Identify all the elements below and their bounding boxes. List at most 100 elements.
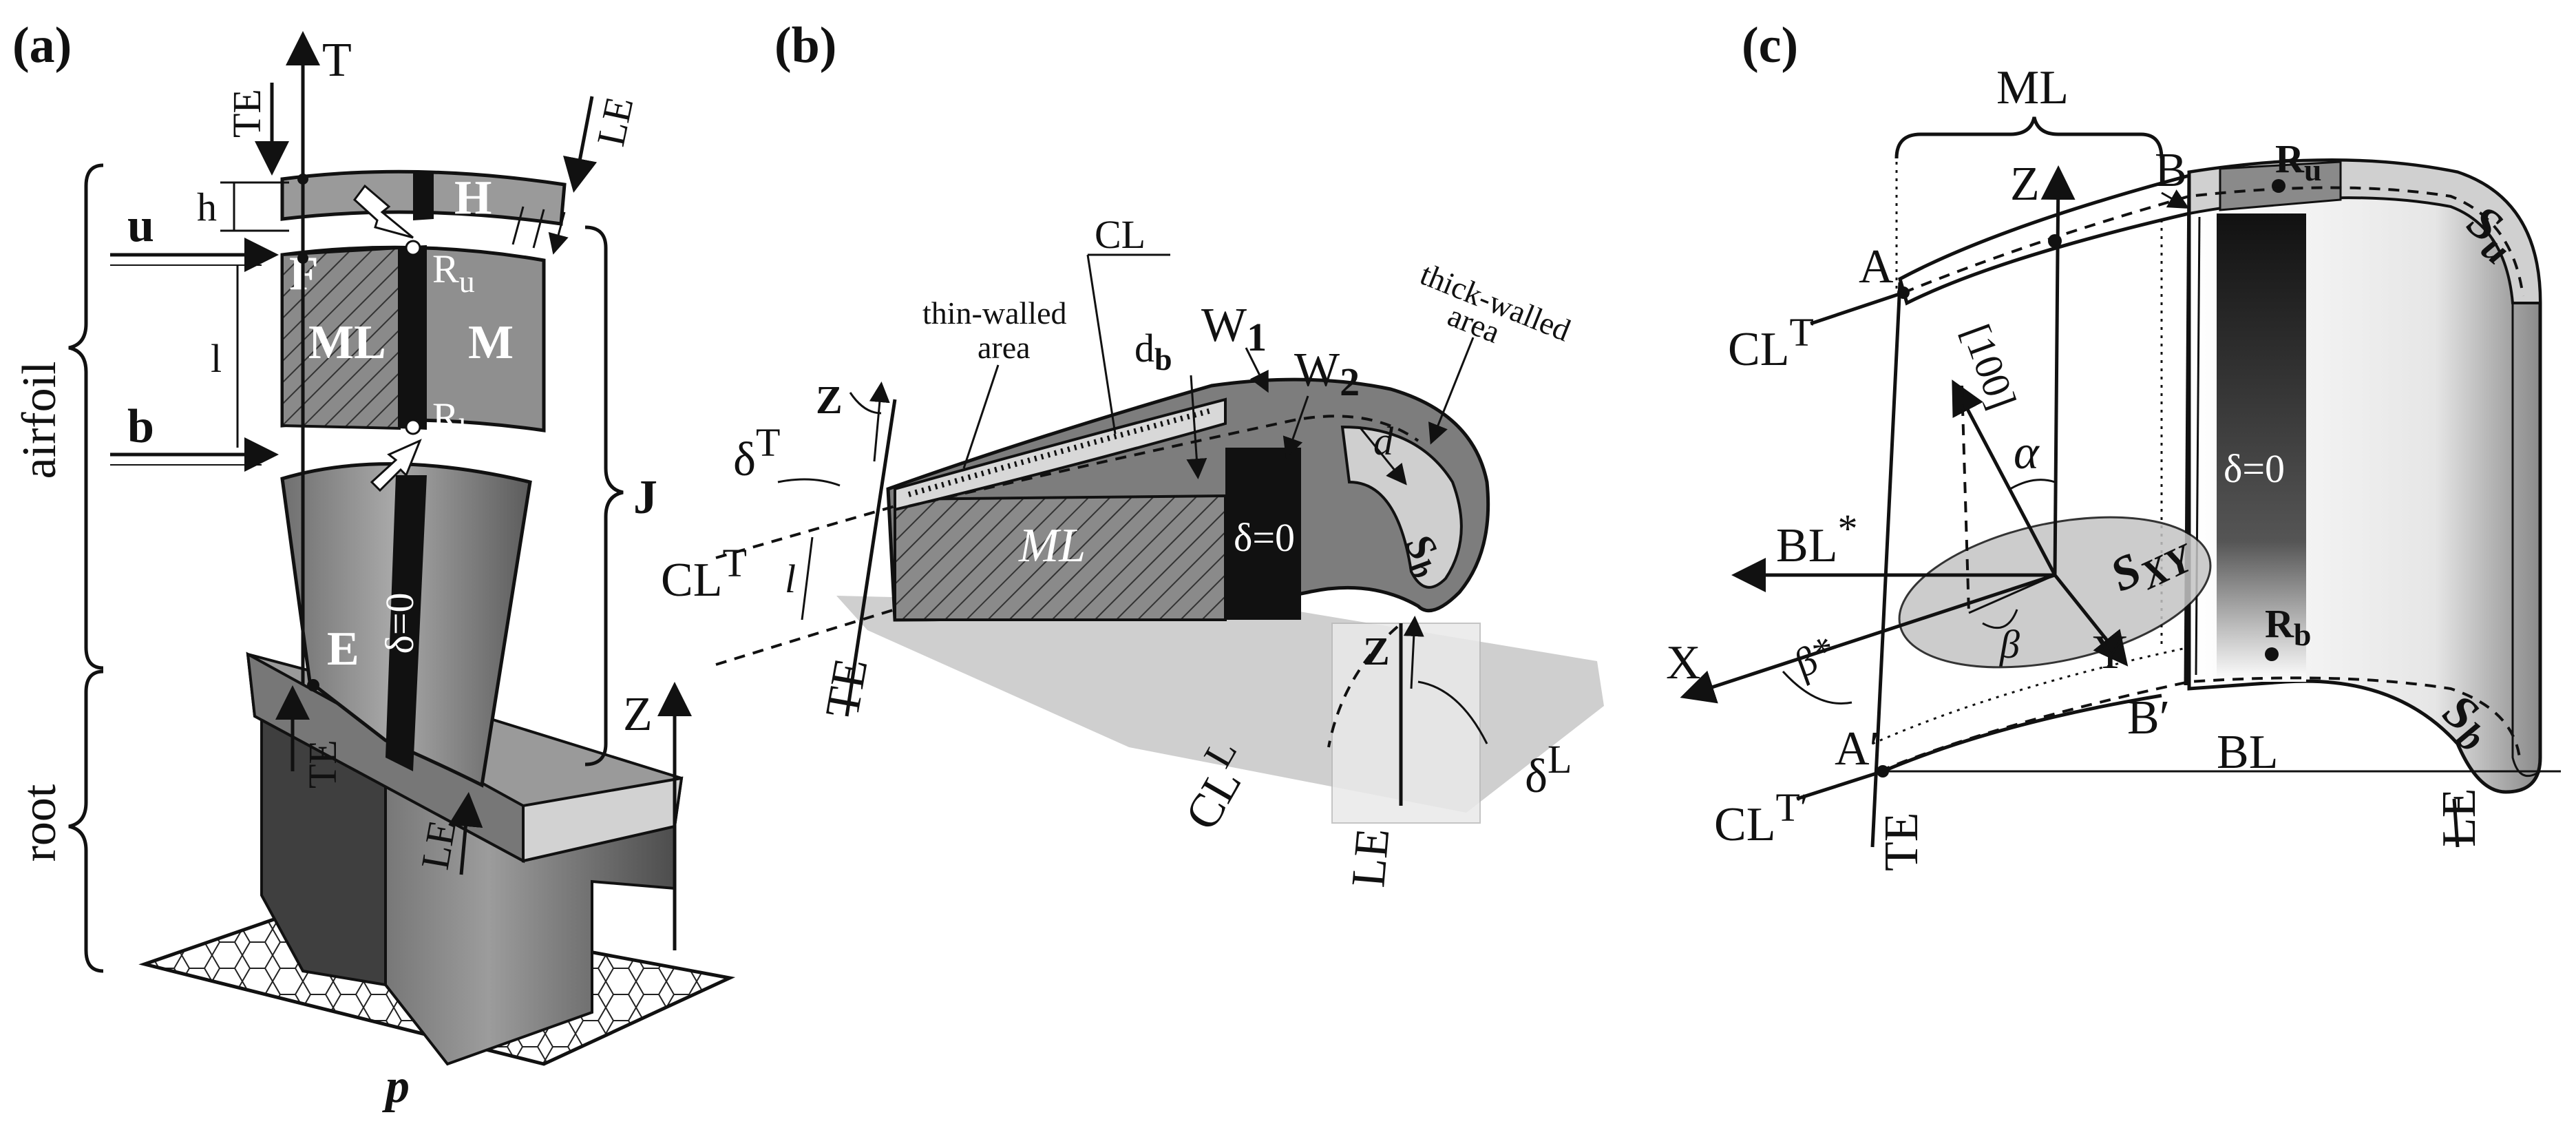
arc-deltaT (849, 392, 882, 415)
label-delta0-c: δ=0 (2224, 446, 2285, 491)
label-thin-walled: thin-walled (922, 295, 1067, 331)
label-E: E (327, 623, 359, 676)
label-Z-c: Z (2010, 158, 2040, 211)
label-B: B (2155, 144, 2187, 197)
label-b: b (127, 400, 154, 453)
panel-b-label: (b) (774, 17, 836, 74)
panel-c: (c) ML δ=0 Ru Su Rb Sb TE LE (1666, 17, 2561, 871)
arrow-LE-root (448, 792, 483, 875)
label-CLT-c: CLT (1728, 310, 1814, 376)
label-alpha: α (2014, 426, 2040, 479)
arc-beta (1982, 609, 2018, 629)
lower-wall-top (1872, 646, 2190, 745)
leader-deltaL (1417, 680, 1488, 744)
label-M-a: M (468, 316, 514, 369)
arrow-B (2161, 189, 2190, 209)
label-deltaT: δT (733, 420, 780, 486)
label-CL-b: CL (1095, 212, 1146, 257)
leader-deltaT (777, 478, 841, 487)
label-T: T (322, 34, 352, 87)
label-Rb-c: Rb (2265, 601, 2311, 652)
label-beta-star: β* (1785, 627, 1843, 687)
label-db: db (1134, 326, 1172, 377)
label-W2: W2 (1294, 344, 1360, 404)
label-deltaL: δL (1525, 737, 1572, 803)
label-Z-a: Z (623, 688, 653, 741)
arrow-W2 (1282, 395, 1309, 459)
axis-Z-b (869, 382, 890, 462)
middle-dark-band (399, 245, 427, 430)
label-CLT-b: CLT (661, 541, 747, 607)
arrow-LE-top (563, 96, 598, 193)
delta-zero-band-b (1225, 448, 1301, 620)
arc-beta-star (1782, 670, 1852, 705)
arrow-db (1186, 375, 1207, 479)
label-root: root (13, 784, 66, 862)
label-Rb-a: Rb (432, 395, 475, 447)
label-TE-root: TE (300, 740, 345, 789)
upper-wall (1898, 173, 2191, 306)
thick-walled-region (1340, 425, 1463, 589)
proj-base (1968, 574, 2056, 614)
label-Z2-b: Z (1363, 629, 1390, 674)
dim-l-b (801, 536, 814, 620)
line-CLT-b (715, 505, 896, 559)
line-lower-b (715, 608, 896, 666)
line-TE-b (845, 399, 897, 717)
label-TE-c: TE (1875, 812, 1928, 871)
label-delta0-b: δ=0 (1234, 515, 1295, 560)
point-Ru-c (2272, 179, 2285, 193)
label-BL-star: BL* (1776, 506, 1857, 572)
brace-ML-c (1894, 116, 2164, 159)
label-thin-area: area (978, 330, 1031, 365)
label-TE-top: TE (224, 89, 269, 138)
label-CLT-prime-c: CLT′ (1714, 785, 1809, 851)
label-Ru-c: Ru (2275, 136, 2321, 187)
small-arrows (511, 206, 564, 251)
label-W1: W1 (1201, 299, 1267, 359)
lower-wall-front (1882, 693, 2162, 773)
leader-thin (962, 364, 1000, 469)
white-arrow-top (352, 184, 414, 239)
panel-b: (b) ML δ=0 Sb thin-walled area CL db W1 … (661, 17, 1604, 889)
axis-Z2-b (1403, 616, 1424, 689)
label-airfoil: airfoil (13, 361, 66, 479)
label-TE-b: TE (816, 654, 878, 722)
arc-alpha (2009, 479, 2056, 490)
axis-Y (2054, 574, 2129, 667)
label-ML-b: ML (1018, 519, 1086, 572)
point-Rb-a (405, 419, 421, 435)
point-F (297, 253, 308, 264)
delta-zero-band-c (2217, 213, 2306, 682)
label-l-b: l (785, 556, 796, 601)
label-ML-c: ML (1996, 61, 2069, 114)
line-CLL (1327, 625, 1399, 748)
point-top (297, 174, 308, 185)
label-A-prime: A′ (1835, 722, 1880, 775)
panel-a-label: (a) (12, 17, 72, 74)
label-J: J (633, 471, 657, 524)
shell-inner-edge (2511, 303, 2541, 778)
line-CLT-prime-c (1796, 769, 1883, 801)
line-LE-c (2452, 798, 2460, 848)
label-LE-c: LE (2433, 788, 2486, 847)
brace-root (68, 669, 104, 973)
point-E (307, 679, 319, 691)
label-p: p (382, 1060, 410, 1113)
label-l-a: l (211, 336, 222, 381)
label-beta: β (1999, 622, 2020, 667)
panel-a: (a) p δ=0 ML M F Ru Rb H T (12, 17, 736, 1113)
point-Z-c (2048, 234, 2062, 248)
top-dark-band (413, 171, 434, 220)
delta-zero-band-a (386, 475, 427, 771)
line-CLT-c (1810, 291, 1904, 326)
label-ML-a: ML (308, 316, 386, 369)
leader-CL (1086, 254, 1117, 435)
brace-J (584, 225, 624, 766)
dir-100 (1952, 379, 2057, 576)
arrow-thick (1428, 337, 1475, 445)
label-Y: Y (2093, 626, 2128, 679)
label-delta0-a: δ=0 (377, 592, 422, 654)
label-u: u (127, 199, 154, 252)
